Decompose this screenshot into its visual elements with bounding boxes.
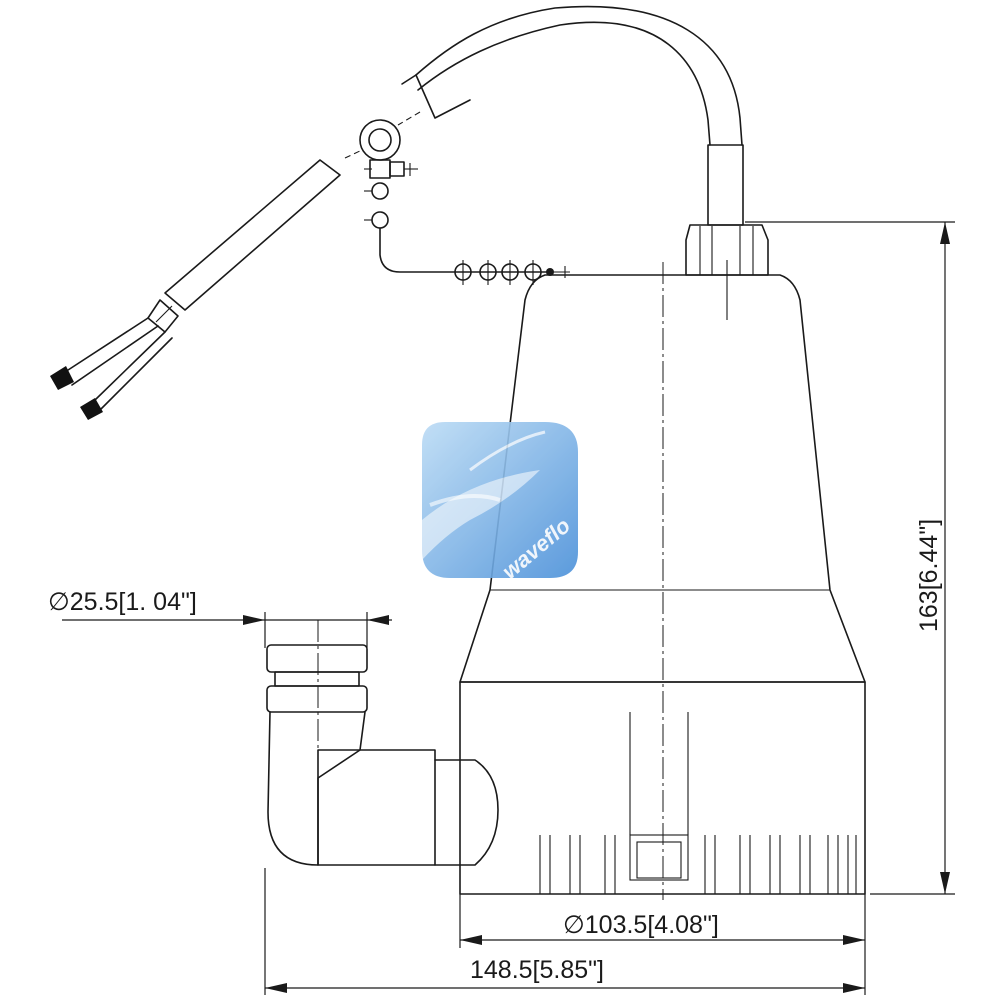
label-inlet-diameter: ∅25.5[1. 04"]: [48, 588, 197, 616]
label-overall-height: 163[6.44"]: [915, 519, 943, 632]
dim-overall-width: 148.5[5.85"]: [264, 868, 866, 995]
outlet-elbow: [266, 620, 499, 866]
lead-wires: [50, 149, 363, 420]
dim-overall-height: 163[6.44"]: [745, 221, 955, 895]
ring-terminal: [359, 119, 570, 285]
label-overall-width: 148.5[5.85"]: [470, 956, 604, 984]
dim-body-diameter: ∅103.5[4.08"]: [459, 894, 866, 948]
pump-body: [459, 224, 866, 900]
vent-slots: [539, 834, 857, 894]
watermark-logo: waveflo: [422, 422, 578, 584]
dim-inlet-diameter: ∅25.5[1. 04"]: [48, 588, 392, 648]
power-cable: [397, 5, 744, 226]
label-body-diameter: ∅103.5[4.08"]: [563, 911, 719, 939]
